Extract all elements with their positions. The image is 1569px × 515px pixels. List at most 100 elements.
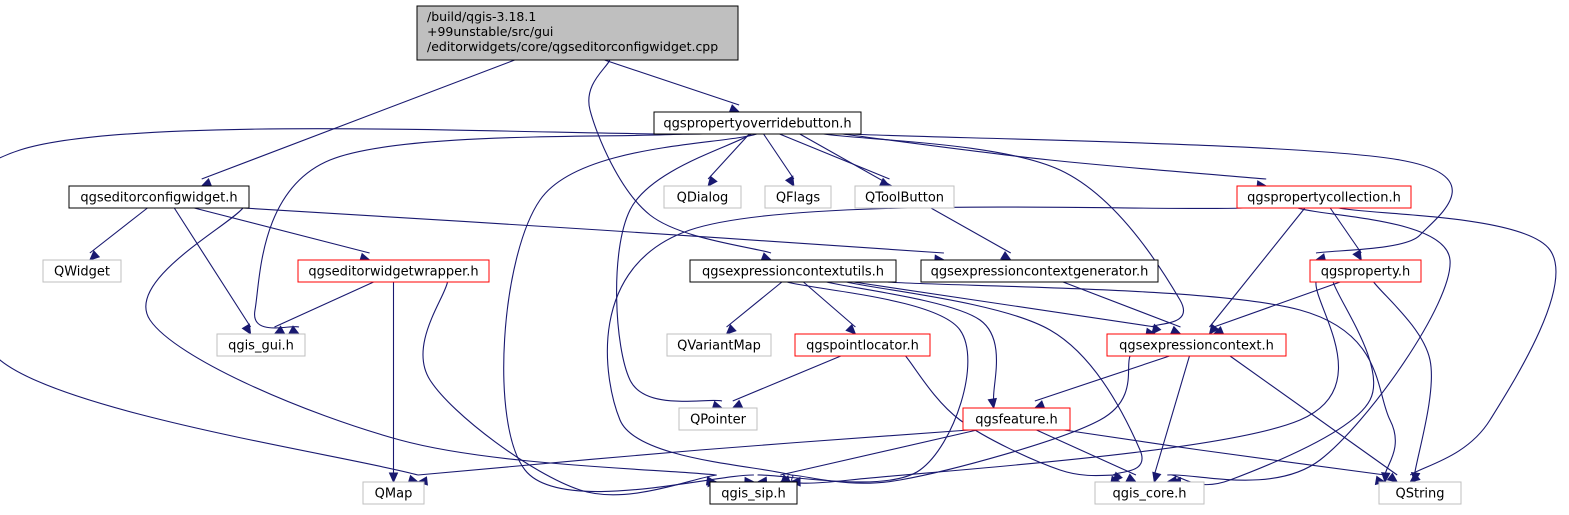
node-label: /build/qgis-3.18.1: [427, 9, 536, 24]
edge-line: [1171, 281, 1375, 486]
edge-line: [842, 133, 1267, 180]
edge-line: [0, 128, 703, 476]
node-qgsproperty[interactable]: qgsproperty.h: [1309, 259, 1422, 283]
edge-line: [853, 281, 1156, 328]
node-box: [962, 407, 1071, 431]
node-root[interactable]: /build/qgis-3.18.1+99unstable/src/gui/ed…: [416, 5, 739, 61]
edge-line: [588, 59, 772, 254]
node-box: [764, 185, 832, 209]
edge-qgsproperty-to-qgis_core: [1170, 281, 1375, 487]
edge-line: [1034, 355, 1170, 402]
edge-qgsexpressioncontextutils-to-qgis_core: [846, 281, 1143, 483]
node-qgspropertycollection[interactable]: qgspropertycollection.h: [1236, 185, 1412, 209]
node-label: qgspropertycollection.h: [1247, 191, 1401, 206]
edge-line: [1338, 207, 1557, 476]
edge-arrowhead: [728, 104, 741, 114]
edge-line: [254, 133, 684, 329]
edge-line: [763, 133, 795, 180]
node-box: [1378, 481, 1462, 505]
node-QToolButton: QToolButton: [854, 185, 955, 209]
edge-line: [846, 281, 1143, 476]
edge-qgspropertycollection-to-qgsexpressioncontext: [1208, 207, 1306, 335]
edge-qgsexpressioncontextutils-to-QVariantMap: [725, 281, 783, 335]
edge-arrowhead: [760, 252, 773, 262]
node-box: [216, 333, 306, 357]
edge-qgspropertyoverridebutton-to-QDialog: [707, 133, 750, 187]
node-label: qgis_gui.h: [228, 339, 294, 354]
node-qgsexpressioncontextutils[interactable]: qgsexpressioncontextutils.h: [689, 259, 897, 283]
edge-qgseditorconfigwidget-to-QWidget: [88, 207, 148, 261]
node-box: [1106, 333, 1287, 357]
edge-qgseditorconfigwidget-to-qgis_gui: [173, 207, 252, 336]
node-QDialog: QDialog: [663, 185, 742, 209]
node-box: [666, 333, 772, 357]
node-qgis_core: qgis_core.h: [1094, 481, 1205, 505]
edge-line: [89, 207, 148, 254]
edge-qgspropertycollection-to-qgsproperty: [1329, 207, 1362, 262]
edge-line: [726, 281, 783, 328]
node-label: qgsproperty.h: [1321, 265, 1410, 280]
node-qgis_sip[interactable]: qgis_sip.h: [709, 481, 798, 505]
edge-qgseditorwidgetwrapper-to-qgis_sip: [422, 281, 719, 496]
node-qgspointlocator[interactable]: qgspointlocator.h: [794, 333, 931, 357]
edge-line: [503, 133, 758, 493]
edge-line: [1329, 207, 1362, 254]
edge-line: [616, 133, 752, 402]
node-box: [663, 185, 742, 209]
node-label: QFlags: [776, 191, 821, 206]
node-qgsfeature[interactable]: qgsfeature.h: [962, 407, 1071, 431]
node-label: qgseditorwidgetwrapper.h: [308, 265, 478, 280]
edge-line: [1213, 281, 1341, 328]
edge-arrowhead: [241, 323, 252, 336]
edge-qgsfeature-to-qgis_core: [1036, 429, 1138, 483]
edge-arrowhead: [1386, 472, 1399, 483]
edge-line: [173, 207, 252, 328]
edge-line: [201, 59, 515, 180]
edge-arrowhead: [1152, 471, 1162, 484]
edge-line: [1209, 207, 1306, 328]
edge-arrowhead: [845, 323, 857, 335]
edge-arrowhead: [388, 472, 399, 484]
node-qgsexpressioncontext[interactable]: qgsexpressioncontext.h: [1106, 333, 1287, 357]
edge-arrowhead: [88, 250, 101, 261]
edge-line: [1153, 355, 1190, 476]
edge-qgsexpressioncontextutils-to-qgsfeature: [826, 281, 997, 410]
node-QFlags: QFlags: [764, 185, 832, 209]
edge-line: [1167, 207, 1451, 481]
edge-line: [1063, 429, 1386, 476]
edge-arrowhead: [1000, 251, 1012, 261]
edge-qgsproperty-to-QString: [1373, 281, 1432, 484]
node-label: qgseditorconfigwidget.h: [80, 191, 237, 206]
node-QVariantMap: QVariantMap: [666, 333, 772, 357]
edge-qgspropertycollection-to-QString: [1338, 207, 1557, 483]
edge-arrowhead: [707, 175, 718, 187]
node-label: +99unstable/src/gui: [427, 24, 553, 39]
edge-qgspropertyoverridebutton-to-QPointer: [616, 133, 752, 410]
node-label: qgsfeature.h: [975, 413, 1058, 428]
edge-arrowhead: [200, 178, 213, 187]
node-box: [920, 259, 1159, 283]
edge-qgsexpressioncontextgenerator-to-qgsexpressioncontext: [1062, 281, 1182, 335]
node-box: [1236, 185, 1412, 209]
edge-qgsexpressioncontextutils-to-qgis_sip: [756, 281, 969, 487]
node-box: [1309, 259, 1422, 283]
node-qgspropertyoverridebutton[interactable]: qgspropertyoverridebutton.h: [653, 111, 862, 135]
edge-line: [274, 281, 374, 328]
node-label: qgsexpressioncontextutils.h: [702, 265, 884, 280]
edge-arrowhead: [1033, 400, 1046, 410]
node-label: qgspropertyoverridebutton.h: [663, 117, 851, 132]
node-label: QString: [1395, 487, 1444, 502]
node-qgseditorconfigwidget[interactable]: qgseditorconfigwidget.h: [68, 185, 250, 209]
node-label: QVariantMap: [677, 339, 761, 354]
node-qgsexpressioncontextgenerator[interactable]: qgsexpressioncontextgenerator.h: [920, 259, 1159, 283]
node-box: [416, 5, 739, 61]
node-box: [1094, 481, 1205, 505]
edge-qgsexpressioncontext-to-qgsfeature: [1033, 355, 1170, 410]
node-box: [42, 259, 122, 283]
edge-line: [780, 429, 978, 476]
node-label: QToolButton: [865, 191, 944, 206]
edge-qgsproperty-to-qgsexpressioncontext: [1212, 281, 1341, 335]
node-qgseditorwidgetwrapper[interactable]: qgseditorwidgetwrapper.h: [297, 259, 490, 283]
edge-qgseditorwidgetwrapper-to-QMap: [388, 282, 399, 484]
